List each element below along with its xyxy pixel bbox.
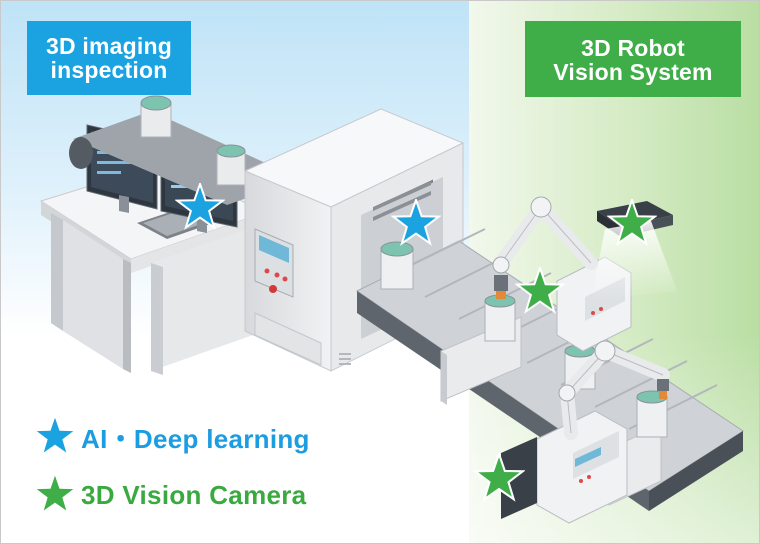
canister bbox=[484, 294, 516, 342]
robot-vision-line1: 3D Robot bbox=[581, 35, 685, 61]
legend-camera: 3D Vision Camera bbox=[35, 475, 306, 515]
star-icon-green bbox=[36, 475, 74, 511]
imaging-inspection-label: 3D imaging inspection bbox=[27, 21, 191, 95]
robot-vision-line2: Vision System bbox=[553, 59, 713, 85]
legend-ai-text: AI・Deep learning bbox=[81, 423, 310, 454]
robot-arm-lower bbox=[501, 340, 670, 524]
canister bbox=[140, 95, 172, 138]
star-icon-blue bbox=[36, 417, 74, 453]
canister bbox=[216, 144, 246, 186]
legend-camera-text: 3D Vision Camera bbox=[81, 479, 307, 510]
canister bbox=[636, 390, 668, 438]
imaging-inspection-line1: 3D imaging bbox=[46, 33, 172, 59]
robot-vision-label: 3D Robot Vision System bbox=[525, 21, 741, 97]
imaging-inspection-line2: inspection bbox=[50, 57, 168, 83]
workstation bbox=[39, 95, 301, 375]
legend-ai: AI・Deep learning bbox=[35, 417, 310, 457]
canister bbox=[380, 241, 414, 290]
